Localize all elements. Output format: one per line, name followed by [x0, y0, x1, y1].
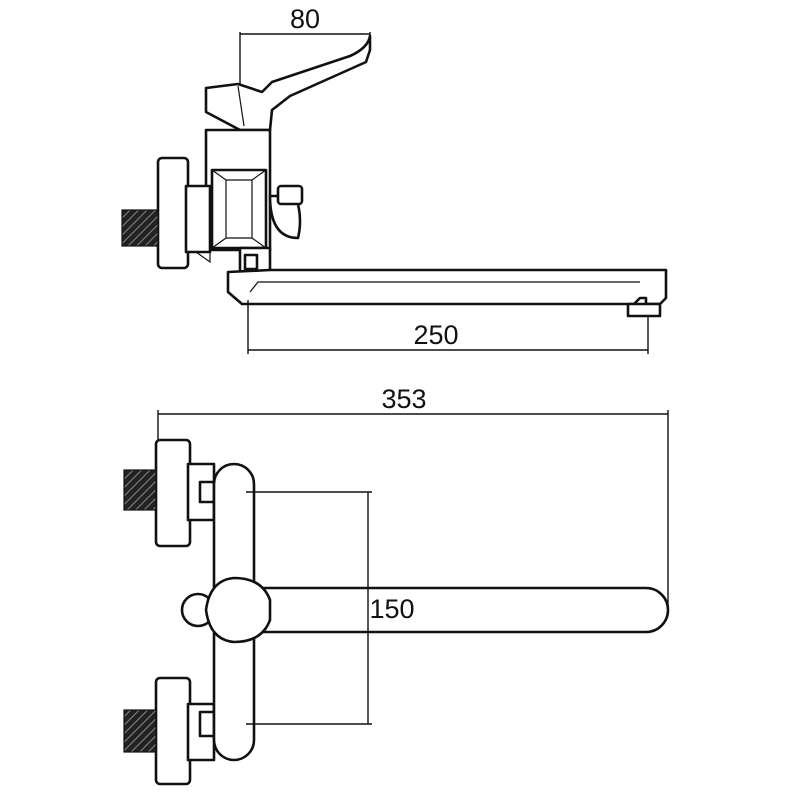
- upper-connector: [123, 438, 216, 548]
- dimension-80: 80: [239, 4, 371, 128]
- dimension-353: 353: [157, 384, 669, 606]
- spout-front: [230, 586, 670, 634]
- spout-side: [226, 268, 668, 318]
- upper-thread: [123, 469, 157, 511]
- dimension-150-label: 150: [369, 594, 414, 624]
- valve-body: [204, 128, 272, 274]
- dimension-250-label: 250: [413, 320, 458, 350]
- front-view: 353: [123, 384, 670, 786]
- dimension-250: 250: [247, 300, 649, 354]
- lever-top: [180, 576, 272, 644]
- lever-handle: [204, 34, 372, 132]
- lower-connector: [123, 676, 216, 786]
- wall-flange: [121, 156, 212, 270]
- diverter-knob: [268, 184, 304, 240]
- dimension-150: 150: [246, 491, 416, 725]
- dimension-353-label: 353: [381, 384, 426, 414]
- thread-connector: [121, 209, 159, 247]
- lower-thread: [123, 709, 157, 753]
- dimension-80-label: 80: [290, 4, 320, 34]
- side-view: 80: [121, 4, 668, 354]
